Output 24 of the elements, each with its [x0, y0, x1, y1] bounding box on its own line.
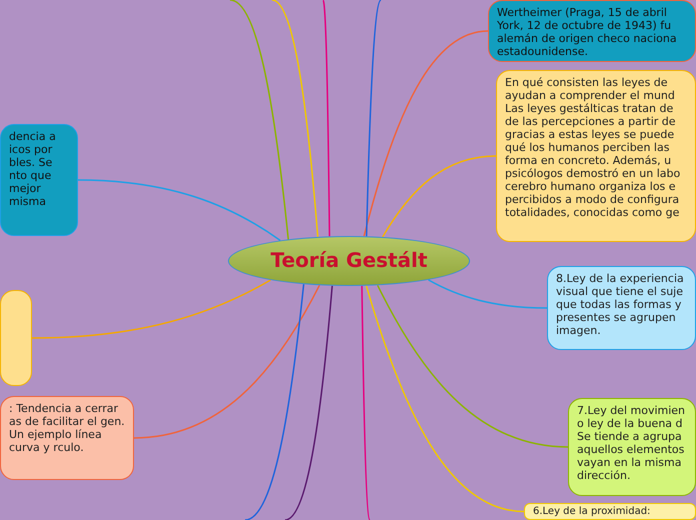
connector-line: [230, 0, 290, 240]
topic-box: 8.Ley de la experiencia visual que tiene el suje que todas las formas y presentes se agrupen imagen.: [547, 266, 696, 350]
connector-line: [244, 284, 304, 520]
topic-box: En qué consisten las leyes de ayudan a comprender el mund Las leyes gestálticas tratan de de las percepciones a partir de gracias a estas leyes se puede qué los humanos perciben las forma en concreto. Además, u psicólogos demostró en un labo cerebro humano organiza los e percibidos a modo de configura totalidades, conocidas como ge: [496, 70, 696, 242]
connector-line: [363, 30, 488, 236]
connector-line: [134, 284, 320, 439]
empty-topic-box: [0, 290, 32, 386]
connector-line: [382, 155, 496, 238]
connector-line: [366, 0, 382, 236]
connector-line: [272, 0, 319, 237]
connector-line: [428, 279, 548, 309]
topic-box: 6.Ley de la proximidad:: [524, 503, 696, 520]
connector-line: [366, 285, 524, 512]
topic-box: 7.Ley del movimien o ley de la buena d Se tiende a agrupa aquellos elementos vayan en la misma dirección.: [568, 398, 696, 496]
topic-box: Wertheimer (Praga, 15 de abril York, 12 de octubre de 1943) fu alemán de origen checo naciona estadounidense.: [488, 0, 696, 62]
connector-line: [284, 286, 333, 520]
connector-line: [322, 0, 330, 236]
connector-line: [361, 286, 371, 520]
connector-line: [78, 179, 281, 242]
central-topic-ellipse: Teoría Gestált: [228, 236, 470, 286]
connector-line: [32, 279, 271, 339]
topic-box: dencia a icos por bles. Se nto que mejor misma: [0, 124, 78, 236]
topic-box: : Tendencia a cerrar as de facilitar el gen. Un ejemplo línea curva y rculo.: [0, 396, 134, 480]
connector-line: [376, 284, 568, 448]
